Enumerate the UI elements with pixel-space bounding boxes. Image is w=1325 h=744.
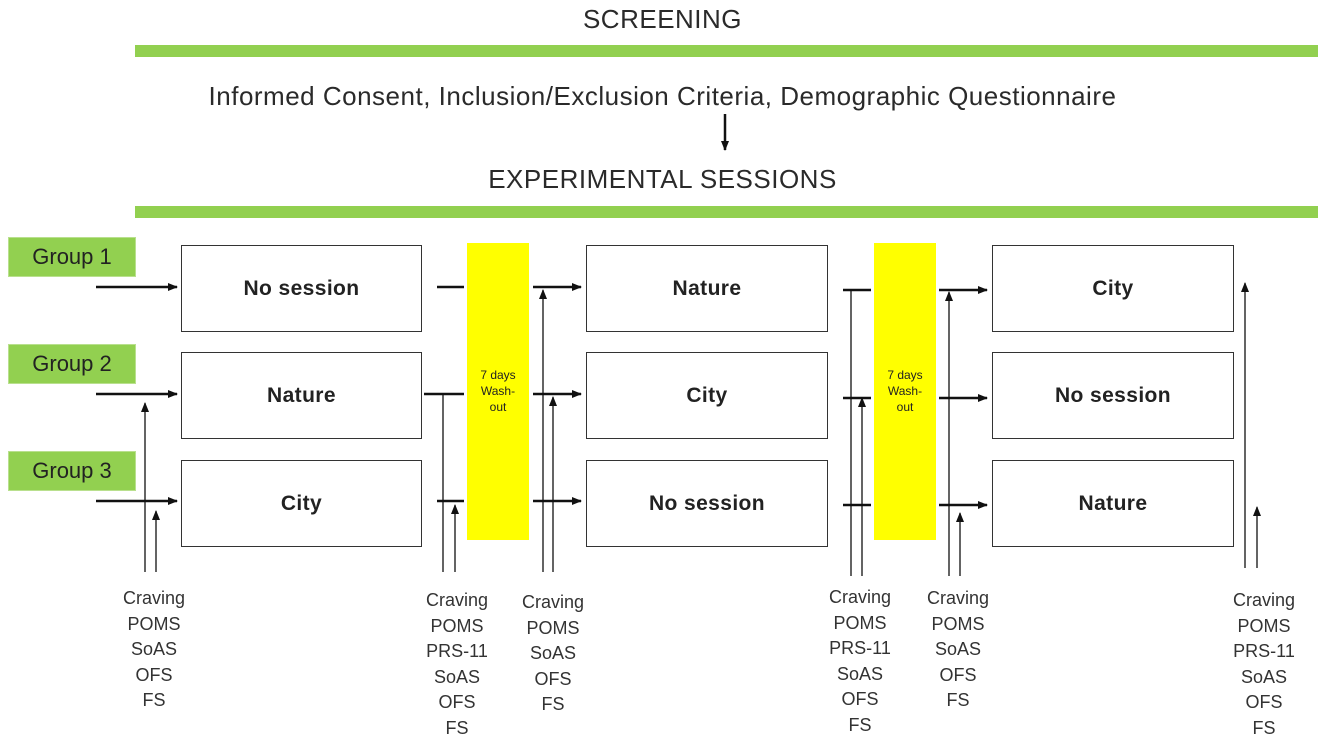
measure-item: Craving <box>425 590 489 610</box>
measure-item: POMS <box>430 615 484 636</box>
measure-item: FS <box>1252 717 1276 738</box>
measure-item: POMS <box>526 617 580 638</box>
group-3-label: Group 3 <box>8 451 136 491</box>
measure-item: FS <box>848 714 872 735</box>
screening-items: Informed Consent, Inclusion/Exclusion Cr… <box>208 81 1117 111</box>
group-3-session-2: No session <box>586 460 828 547</box>
measures-post-session-1: Craving POMS PRS-11 SoAS OFS FS <box>402 588 512 742</box>
measure-item: Craving <box>122 588 186 608</box>
measure-item: FS <box>946 690 970 711</box>
measures-baseline: Craving POMS SoAS OFS FS <box>99 586 209 714</box>
measure-item: SoAS <box>934 639 982 660</box>
group-1-session-1: No session <box>181 245 422 332</box>
measure-item: POMS <box>1237 615 1291 636</box>
measures-pre-session-3: Craving POMS SoAS OFS FS <box>903 586 1013 714</box>
measure-item: OFS <box>534 668 572 689</box>
measure-item: POMS <box>833 612 887 633</box>
measure-item: POMS <box>127 613 181 634</box>
washout-1-line3: out <box>489 400 507 414</box>
washout-bar-2: 7 days Wash- out <box>874 243 936 540</box>
measure-item: SoAS <box>529 643 577 664</box>
group-1-label: Group 1 <box>8 237 136 277</box>
measure-item: SoAS <box>836 663 884 684</box>
measure-item: Craving <box>521 592 585 612</box>
measure-item: SoAS <box>130 639 178 660</box>
group-3-session-1: City <box>181 460 422 547</box>
washout-bar-1: 7 days Wash- out <box>467 243 529 540</box>
measure-item: PRS-11 <box>829 638 891 659</box>
measure-item: OFS <box>438 692 476 713</box>
measure-item: Craving <box>1232 590 1296 610</box>
measure-item: POMS <box>931 613 985 634</box>
measures-post-session-3: Craving POMS PRS-11 SoAS OFS FS <box>1209 588 1319 742</box>
measure-item: OFS <box>135 664 173 685</box>
group-2-session-2: City <box>586 352 828 439</box>
measure-item: SoAS <box>1240 666 1288 687</box>
washout-2-line1: 7 days <box>887 368 923 382</box>
measure-item: FS <box>142 690 166 711</box>
measure-item: Craving <box>828 587 892 607</box>
measure-item: FS <box>445 717 469 738</box>
group-2-session-1: Nature <box>181 352 422 439</box>
screening-heading: SCREENING <box>582 4 743 34</box>
washout-1-line1: 7 days <box>480 368 516 382</box>
group-3-session-3: Nature <box>992 460 1234 547</box>
measure-item: Craving <box>926 588 990 608</box>
group-1-session-3: City <box>992 245 1234 332</box>
washout-1-line2: Wash- <box>480 384 516 398</box>
screening-divider <box>135 45 1318 57</box>
measure-item: OFS <box>841 689 879 710</box>
measure-item: FS <box>541 694 565 715</box>
group-1-session-2: Nature <box>586 245 828 332</box>
washout-2-line2: Wash- <box>887 384 923 398</box>
group-2-session-3: No session <box>992 352 1234 439</box>
measures-post-session-2: Craving POMS PRS-11 SoAS OFS FS <box>805 585 915 739</box>
experimental-sessions-heading: EXPERIMENTAL SESSIONS <box>488 164 837 194</box>
measure-item: PRS-11 <box>1233 641 1295 662</box>
measures-pre-session-2: Craving POMS SoAS OFS FS <box>498 590 608 718</box>
washout-2-line3: out <box>896 400 914 414</box>
measure-item: PRS-11 <box>426 641 488 662</box>
measure-item: OFS <box>1245 692 1283 713</box>
experimental-divider <box>135 206 1318 218</box>
measure-item: SoAS <box>433 666 481 687</box>
group-2-label: Group 2 <box>8 344 136 384</box>
measure-item: OFS <box>939 664 977 685</box>
